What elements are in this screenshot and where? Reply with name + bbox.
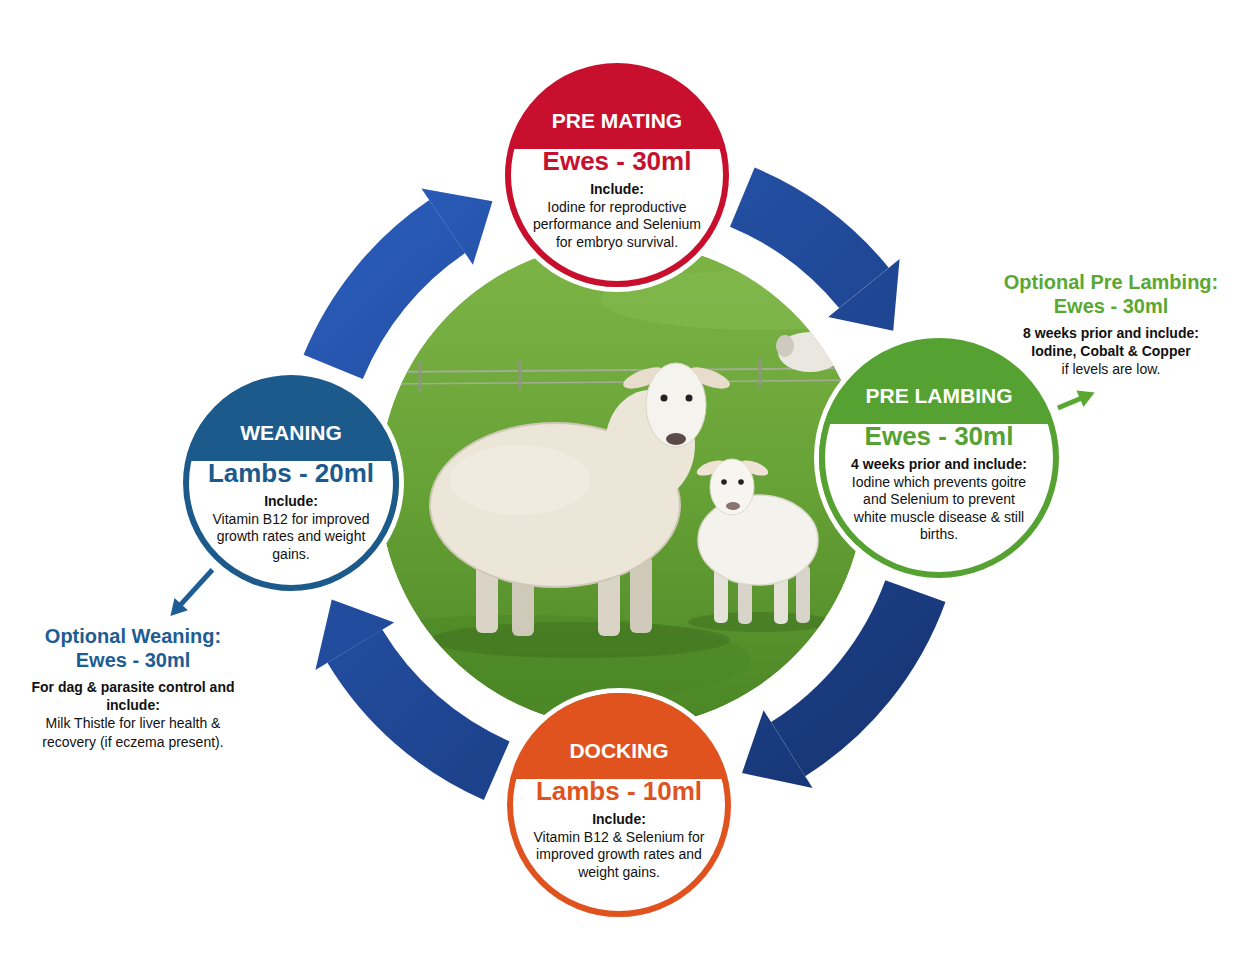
optional-arrow-line <box>1058 398 1082 408</box>
include-label: Include: <box>264 493 318 511</box>
cycle-arrow-band <box>355 646 497 771</box>
callout-note-box: Optional Weaning:Ewes - 30mlFor dag & pa… <box>16 624 250 751</box>
ewe-nose <box>666 433 686 445</box>
callout-heading: Ewes - 30ml <box>975 294 1247 318</box>
callout-heading: Optional Weaning: <box>16 624 250 648</box>
nutrient-text: Iodine for reproductive performance and … <box>527 199 707 252</box>
cycle-arrow-band <box>742 197 864 288</box>
stage-heading: WEANING <box>240 421 342 445</box>
cycle-arrow-band <box>333 227 447 367</box>
stage-heading: DOCKING <box>569 739 668 763</box>
cycle-arrow-head <box>315 600 394 670</box>
cycle-arrow <box>742 197 899 331</box>
ewe-wool <box>450 445 590 515</box>
optional-arrow-head <box>1076 391 1094 408</box>
fence-wire <box>370 380 875 384</box>
callout-lead: Iodine, Cobalt & Copper <box>975 342 1247 360</box>
callout-heading: Optional Pre Lambing: <box>975 270 1247 294</box>
cycle-arrow <box>315 600 496 771</box>
lamb-body <box>698 495 818 585</box>
stage-heading: PRE MATING <box>552 109 682 133</box>
optional-arrow-line <box>180 570 213 606</box>
dose-text: Lambs - 20ml <box>208 459 374 489</box>
optional-arrow <box>1058 391 1095 409</box>
cycle-arrow <box>742 591 915 788</box>
cycle-arrow-head <box>828 259 899 331</box>
include-label: Include: <box>592 811 646 829</box>
dose-text: Ewes - 30ml <box>543 147 692 177</box>
ewe-eye <box>661 395 668 402</box>
nutrient-text: Vitamin B12 for improved growth rates an… <box>201 511 381 564</box>
stage-circle: WEANING Lambs - 20mlInclude:Vitamin B12 f… <box>183 375 399 591</box>
stage-circle: PRE LAMBING Ewes - 30ml 4 weeks prior and … <box>819 338 1059 578</box>
callout-lead: For dag & parasite control and include: <box>16 678 250 714</box>
ewe-shadow <box>430 622 730 658</box>
callout-heading: Ewes - 30ml <box>16 648 250 672</box>
lamb-eye <box>738 479 744 485</box>
lamb-shadow <box>688 612 832 632</box>
nutrient-text: Iodine which prevents goitre and Seleniu… <box>849 474 1029 544</box>
dose-text: Lambs - 10ml <box>536 777 702 807</box>
stage-circle: DOCKING Lambs - 10mlInclude:Vitamin B12 &… <box>507 693 731 917</box>
ewe-head <box>646 363 706 447</box>
cycle-arrow <box>333 189 492 367</box>
cycle-arrow-head <box>421 189 492 265</box>
cycle-arrow-band <box>788 591 915 749</box>
lamb-head <box>710 459 754 515</box>
nutrient-text: Vitamin B12 & Selenium for improved grow… <box>529 829 709 882</box>
optional-arrow-head <box>170 598 188 616</box>
callout-note-box: Optional Pre Lambing:Ewes - 30ml 8 weeks … <box>975 270 1247 379</box>
include-label: 4 weeks prior and include: <box>851 456 1027 474</box>
cycle-arrow-head <box>742 710 813 788</box>
optional-arrow <box>170 570 212 616</box>
lamb-nose <box>726 502 740 510</box>
callout-note: if levels are low. <box>1011 360 1211 378</box>
include-label: Include: <box>590 181 644 199</box>
lamb-eye <box>721 479 727 485</box>
callout-note: Milk Thistle for liver health & recovery… <box>33 714 233 750</box>
distant-sheep-head <box>776 335 794 357</box>
callout-lead: 8 weeks prior and include: <box>975 324 1247 342</box>
ewe-eye <box>686 395 693 402</box>
stage-circle: PRE MATING Ewes - 30mlInclude:Iodine for … <box>505 63 729 287</box>
dose-text: Ewes - 30ml <box>865 422 1014 452</box>
stage-heading: PRE LAMBING <box>866 384 1013 408</box>
